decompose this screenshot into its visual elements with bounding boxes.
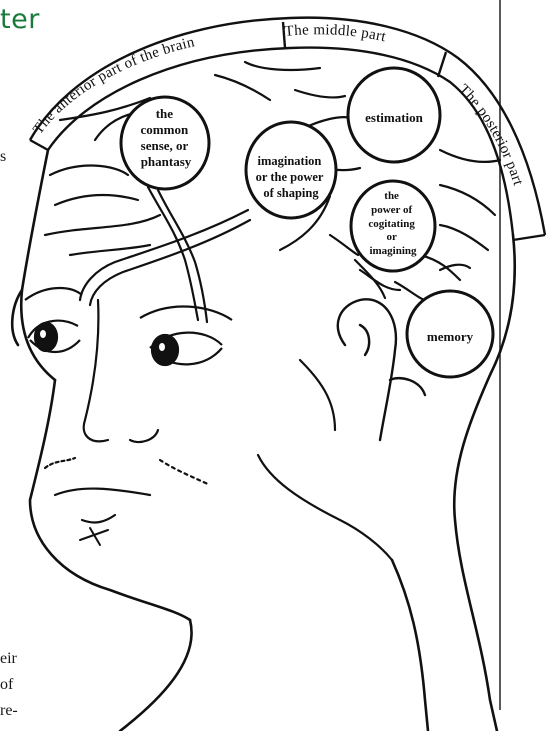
head-outline [12, 150, 515, 731]
eye-right [140, 306, 232, 365]
eye-left [25, 288, 82, 352]
nose [84, 300, 158, 442]
mouth [45, 458, 210, 522]
faculty-label-imagination: imagination or the power of shaping [256, 154, 327, 200]
chin [80, 528, 108, 545]
faculty-label-memory: memory [427, 329, 474, 344]
region-label-middle: The middle part [284, 22, 388, 45]
jaw-line [258, 360, 392, 560]
faculty-label-estimation: estimation [365, 110, 424, 125]
